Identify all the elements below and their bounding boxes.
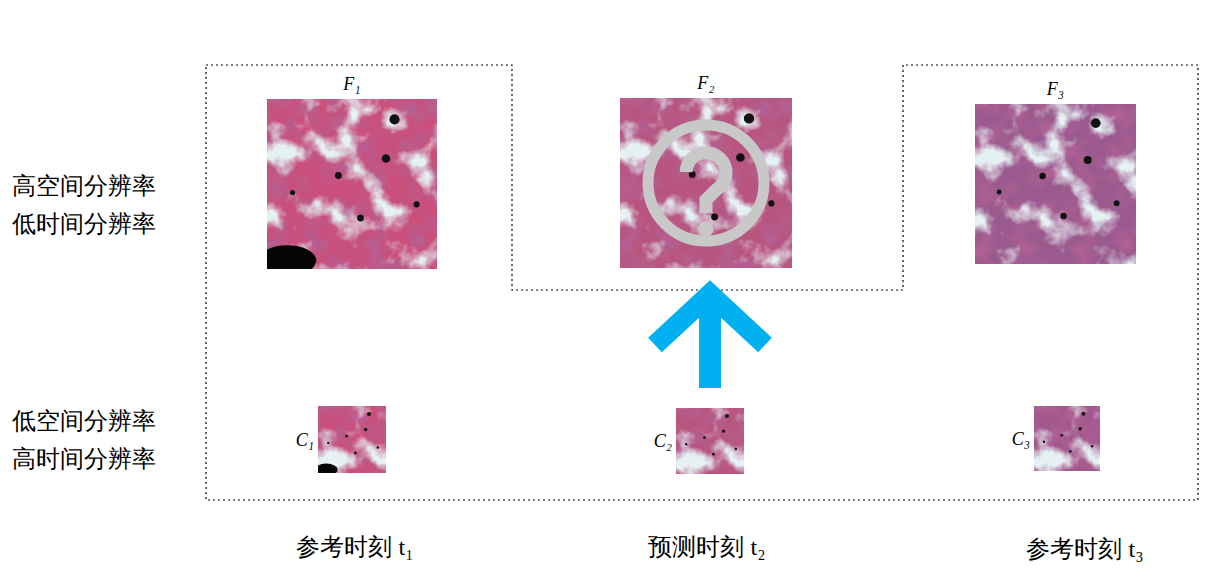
satellite-image [676, 408, 744, 474]
image-node: F₁ [267, 99, 437, 269]
image-node: F₃ [975, 104, 1136, 264]
satellite-image [318, 406, 386, 473]
satellite-image [267, 99, 437, 269]
image-node: C₁ [318, 406, 386, 473]
image-label: F₁ [343, 75, 360, 93]
time-label: 参考时刻 t₁ [296, 533, 413, 562]
satellite-image [620, 98, 792, 268]
dotted-outline [206, 65, 1198, 500]
satellite-image [975, 104, 1136, 264]
image-label: F₃ [1047, 80, 1064, 98]
row-label: 低时间分辨率 [12, 210, 156, 239]
row-label: 高时间分辨率 [12, 445, 156, 474]
time-label: 参考时刻 t₃ [1026, 535, 1143, 564]
question-icon [648, 125, 764, 241]
image-node: C₃ [1034, 406, 1100, 471]
image-label: C₂ [654, 432, 672, 450]
up-arrow [655, 294, 765, 388]
image-node: F₂ [620, 98, 792, 268]
time-label: 预测时刻 t₂ [648, 533, 765, 562]
image-label: F₂ [697, 74, 714, 92]
image-node: C₂ [676, 408, 744, 474]
satellite-image [1034, 406, 1100, 471]
row-label: 低空间分辨率 [12, 407, 156, 436]
row-label: 高空间分辨率 [12, 172, 156, 201]
image-label: C₁ [296, 431, 314, 449]
image-label: C₃ [1012, 430, 1030, 448]
